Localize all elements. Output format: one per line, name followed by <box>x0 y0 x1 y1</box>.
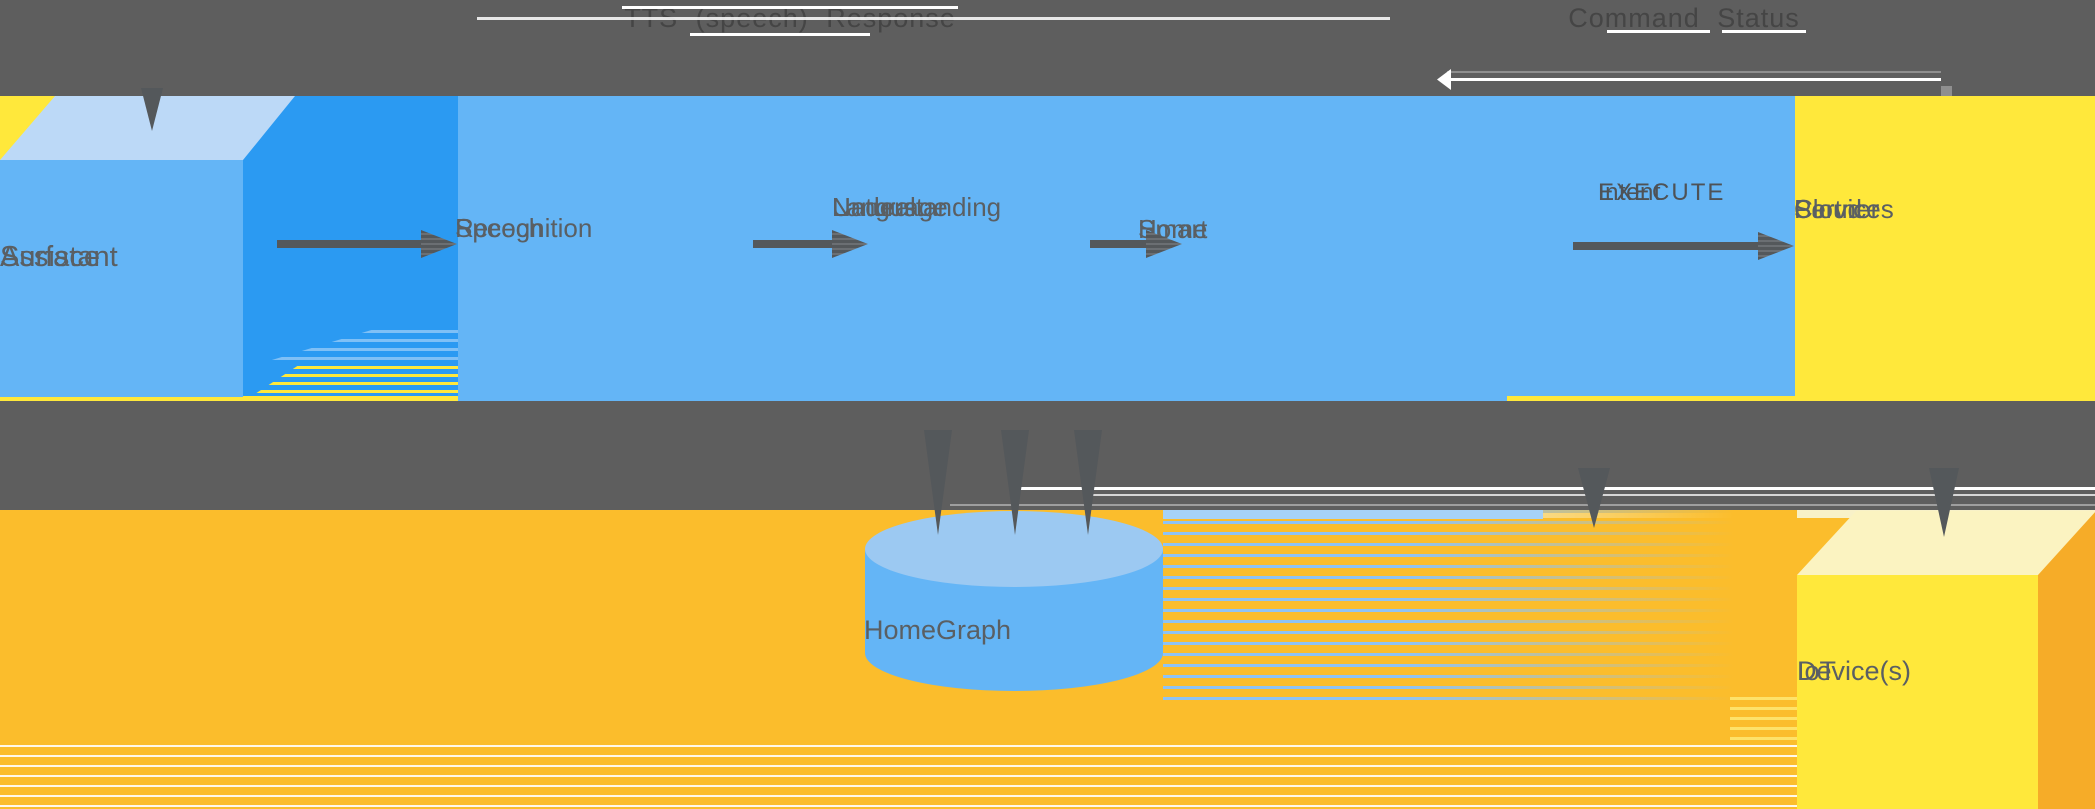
glitch-gray-sliver <box>1941 86 1952 96</box>
iot-line1: IoT <box>1797 656 1837 686</box>
iot-line2: Device(s) <box>1797 656 1912 686</box>
glitch-blue-sliver <box>458 396 1507 401</box>
speech-recognition-line2: Recognition <box>455 213 593 243</box>
speech-recognition-line1: Speech <box>455 213 544 243</box>
middle-gray-band <box>0 401 2095 510</box>
homegraph-cylinder <box>865 511 1163 691</box>
bottom-row: HomeGraph IoT Device(s) <box>0 509 2095 809</box>
glitch-stripes-bottom <box>0 745 1797 809</box>
command-status-arrow-line <box>1447 78 1941 81</box>
arrow-assistant-to-speech <box>277 240 423 248</box>
arrow-smarthome-to-partner <box>1573 242 1761 250</box>
glitch-white-line <box>950 504 2095 506</box>
partner-line2: Cloud <box>1794 194 1862 224</box>
top-gray-band: TTS (speech) Response Command Status <box>0 0 2095 96</box>
homegraph-line1: HomeGraph <box>864 615 1012 645</box>
glitch-stripes-cube-left <box>1730 697 1797 747</box>
assistant-surface-line2: Surface <box>0 241 100 273</box>
iot-device-cube <box>1797 511 2095 809</box>
main-flow-row: Assistant Surface Speech Recognition Nat… <box>0 96 2095 401</box>
glitch-white-line <box>1016 487 2095 490</box>
glitch-streak-strip <box>1163 510 1543 519</box>
assistant-surface-line1: Assistant <box>0 241 118 273</box>
glitch-white-line <box>690 33 870 36</box>
execute-intent-line2: Intent <box>1598 179 1662 206</box>
nlu-line1: Natural <box>832 192 916 222</box>
glitch-white-line <box>622 6 958 9</box>
execute-intent-line1: EXECUTE <box>1598 179 1726 206</box>
glitch-white-line <box>1607 30 1710 33</box>
assistant-surface-cube <box>0 96 295 397</box>
partner-line3: Services <box>1794 194 1894 224</box>
glitch-streaks-right-of-cylinder <box>1163 510 1797 700</box>
partner-cloud-services-box <box>1795 96 2095 396</box>
nlu-line2: Language <box>832 192 948 222</box>
glitch-white-line <box>1722 30 1806 33</box>
command-status-arrowhead-left-icon <box>1437 69 1451 90</box>
glitch-pale-strip <box>1537 509 2095 518</box>
arrow-nlu-to-smarthome <box>1090 240 1152 248</box>
command-status-arrow-shadow <box>1447 71 1941 73</box>
glitch-white-line <box>477 17 1390 20</box>
arrow-speech-to-nlu <box>753 240 833 248</box>
partner-line1: Partner <box>1794 194 1880 224</box>
command-status-label: Command Status <box>1568 3 1800 33</box>
nlu-line3: Understanding <box>832 192 1002 222</box>
